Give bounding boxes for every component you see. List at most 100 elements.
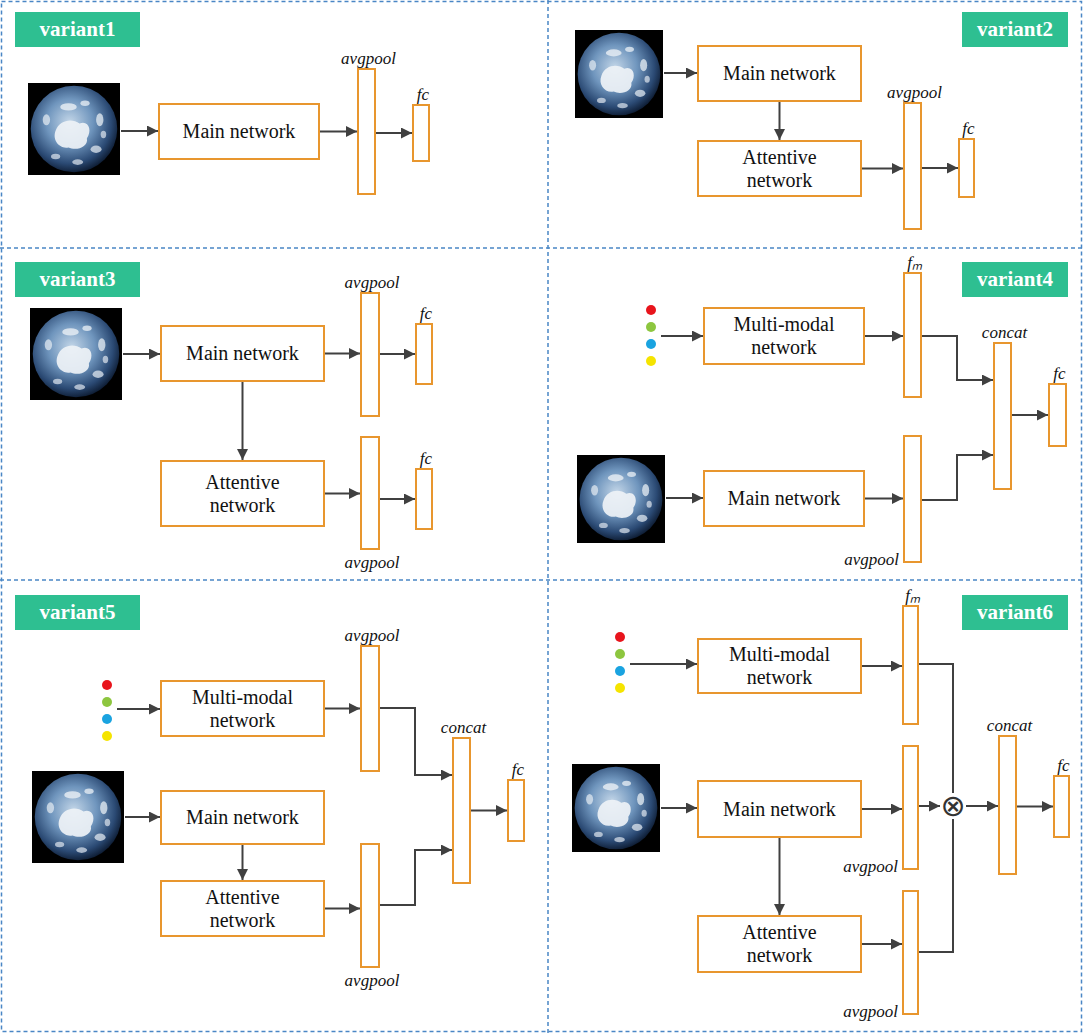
layer-label: concat (982, 324, 1027, 342)
connector-arrow (779, 102, 781, 140)
layer-label: avgpool (345, 627, 400, 645)
feature-bar: avgpool (360, 645, 380, 772)
layer-label: fc (1053, 365, 1065, 383)
layer-label: fc (417, 86, 429, 104)
network-box: Main network (697, 780, 862, 838)
connector-arrow (325, 908, 360, 910)
variant-badge: variant5 (15, 595, 140, 630)
box-label: Attentive network (715, 146, 845, 192)
connector-arrow (922, 167, 958, 169)
operator-symbol: ⊗ (940, 788, 965, 823)
feature-bar: fc (958, 138, 975, 198)
variant-label: variant5 (40, 600, 116, 625)
connector-arrow (779, 838, 781, 915)
feature-bar: fc (1053, 775, 1070, 838)
network-box: Attentive network (160, 460, 325, 527)
feature-bar: fc (412, 104, 430, 162)
connector-arrow (865, 335, 903, 337)
network-box: Main network (703, 470, 865, 527)
connector-arrow (922, 455, 993, 500)
variant-badge: variant1 (15, 12, 140, 47)
network-box: Multi-modal network (697, 638, 862, 694)
connector-arrow (922, 336, 993, 380)
feature-bar: avgpool (903, 102, 922, 230)
layer-label: avgpool (345, 554, 400, 572)
connector-arrow (1012, 414, 1048, 416)
box-label: Main network (728, 487, 841, 510)
connector-arrow (919, 819, 953, 952)
connector-arrow (919, 664, 953, 793)
layer-label: fc (1057, 757, 1069, 775)
variant-label: variant6 (977, 600, 1053, 625)
connector-arrow (862, 168, 903, 170)
feature-bar: concat (452, 737, 471, 884)
layer-label: fc (420, 305, 432, 323)
connector-arrow (966, 805, 998, 807)
box-label: Main network (186, 342, 299, 365)
box-label: Main network (183, 120, 296, 143)
connector-arrow (862, 808, 902, 810)
variant-badge: variant6 (962, 595, 1068, 630)
layer-label: avgpool (843, 1003, 898, 1021)
network-box: Multi-modal network (703, 307, 865, 365)
connector-arrow (380, 498, 415, 500)
box-label: Main network (186, 806, 299, 829)
network-box: Main network (160, 790, 325, 845)
feature-bar: avgpool (903, 435, 922, 563)
layer-label: avgpool (341, 50, 396, 68)
variant-badge: variant4 (962, 262, 1068, 297)
box-label: Main network (723, 798, 836, 821)
connector-arrow (380, 353, 415, 355)
feature-bar: avgpool (357, 68, 376, 195)
box-label: Attentive network (178, 886, 308, 932)
connector-arrow (320, 131, 357, 133)
layer-label: avgpool (345, 972, 400, 990)
box-label: Multi-modal network (715, 643, 845, 689)
box-label: Main network (723, 62, 836, 85)
layer-label: fc (512, 761, 524, 779)
connector-arrow (865, 498, 903, 500)
layer-label: avgpool (887, 84, 942, 102)
box-label: Multi-modal network (719, 313, 849, 359)
network-box: Attentive network (160, 880, 325, 937)
feature-bar: fc (1048, 383, 1067, 447)
connector-arrow (380, 850, 452, 905)
network-box: Main network (697, 45, 862, 102)
feature-bar: fc (507, 779, 525, 842)
variant-label: variant3 (40, 267, 116, 292)
box-label: Attentive network (715, 921, 845, 967)
layer-label: concat (441, 719, 486, 737)
layer-label: avgpool (844, 551, 899, 569)
feature-bar: avgpool (902, 745, 919, 870)
layer-label: fc (420, 450, 432, 468)
network-box: Attentive network (697, 915, 862, 973)
network-box: Multi-modal network (160, 680, 325, 737)
feature-bar: fₘ (902, 605, 919, 725)
feature-bar: avgpool (902, 890, 919, 1015)
layer-label: concat (987, 717, 1032, 735)
layer-label: fₘ (905, 587, 920, 605)
feature-bar: fc (415, 323, 433, 385)
variant-label: variant1 (40, 17, 116, 42)
layer-label: fc (962, 120, 974, 138)
connector-arrow (325, 353, 360, 355)
feature-bar: fₘ (903, 272, 922, 398)
network-box: Main network (158, 103, 320, 160)
connector-arrow (862, 665, 902, 667)
feature-bar: avgpool (360, 292, 380, 417)
connector-arrow (862, 943, 902, 945)
variant-badge: variant3 (15, 262, 140, 297)
earth-images (28, 30, 665, 863)
network-box: Main network (160, 325, 325, 382)
connector-arrow (325, 708, 360, 710)
connector-arrow (1017, 806, 1053, 808)
feature-bar: fc (415, 468, 433, 530)
connector-arrow (242, 382, 244, 460)
input-arrows (117, 73, 703, 817)
connector-arrow (376, 132, 412, 134)
network-box: Attentive network (697, 140, 862, 197)
fusion-operator: ⊗ (940, 793, 966, 819)
box-label: Attentive network (178, 471, 308, 517)
